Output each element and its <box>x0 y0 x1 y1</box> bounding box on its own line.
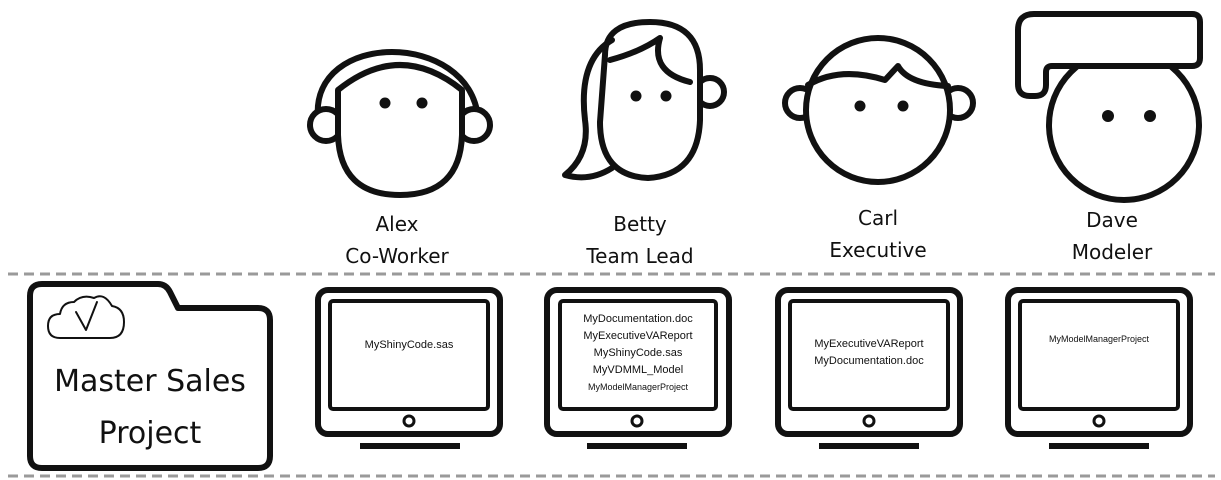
file-item: MyModelManagerProject <box>587 382 689 392</box>
screen-files-alex: MyShinyCode.sas <box>330 337 488 353</box>
person-label-carl: Carl Executive <box>778 202 978 266</box>
folder-outline <box>27 281 273 471</box>
file-item: MyShinyCode.sas <box>364 339 454 351</box>
dave-eye <box>1144 110 1156 122</box>
alex-avatar-icon <box>307 49 493 198</box>
dave-avatar-icon <box>1015 11 1203 203</box>
cloud-check-icon <box>47 295 125 339</box>
monitor-alex <box>315 287 503 449</box>
person-label-betty: Betty Team Lead <box>540 208 740 272</box>
monitor-dave <box>1005 287 1193 449</box>
folder-title: Master Sales Project <box>30 356 270 460</box>
person-label-dave: Dave Modeler <box>1012 204 1212 268</box>
file-item: MyShinyCode.sas <box>593 347 683 359</box>
person-role: Executive <box>829 238 927 262</box>
screen-files-betty: MyDocumentation.doc MyExecutiveVAReport … <box>560 311 716 396</box>
monitor-carl <box>775 287 963 449</box>
file-item: MyExecutiveVAReport <box>583 330 693 342</box>
monitor-betty <box>544 287 732 449</box>
file-item: MyVDMML_Model <box>592 364 684 376</box>
dave-eye <box>1102 110 1114 122</box>
carl-avatar-icon <box>782 35 976 185</box>
betty-eye <box>660 90 672 102</box>
screen-files-carl: MyExecutiveVAReport MyDocumentation.doc <box>790 336 948 370</box>
folder-title-line: Project <box>98 416 202 451</box>
person-name: Alex <box>375 212 419 236</box>
carl-eye <box>854 100 866 112</box>
alex-eye <box>416 97 428 109</box>
person-name: Dave <box>1086 208 1138 232</box>
person-name: Betty <box>613 212 667 236</box>
person-role: Modeler <box>1071 240 1153 264</box>
person-label-alex: Alex Co-Worker <box>297 208 497 272</box>
betty-avatar-icon <box>562 19 727 181</box>
person-role: Co-Worker <box>345 244 449 268</box>
screen-files-dave: MyModelManagerProject <box>1020 332 1178 346</box>
alex-eye <box>379 97 391 109</box>
carl-eye <box>897 100 909 112</box>
file-item: MyDocumentation.doc <box>814 355 924 367</box>
person-name: Carl <box>858 206 898 230</box>
folder-title-line: Master Sales <box>54 364 246 399</box>
file-item: MyModelManagerProject <box>1048 334 1150 344</box>
file-item: MyExecutiveVAReport <box>814 338 924 350</box>
person-role: Team Lead <box>586 244 694 268</box>
file-item: MyDocumentation.doc <box>583 313 693 325</box>
betty-eye <box>630 90 642 102</box>
